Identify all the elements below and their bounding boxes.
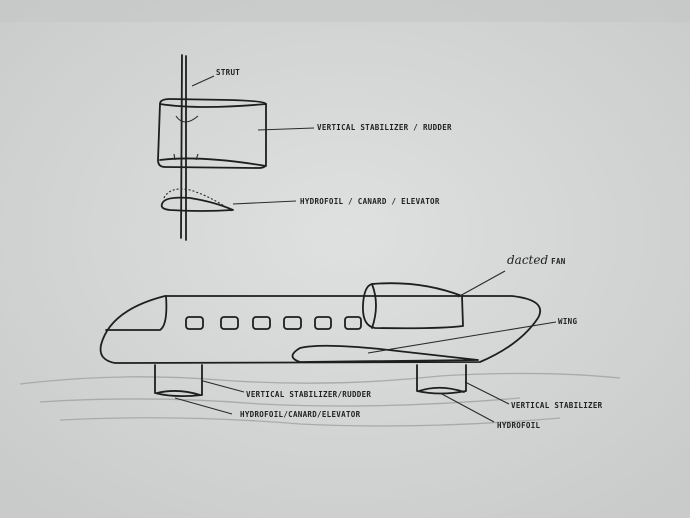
- rudder-body: [157, 98, 267, 169]
- rear-hydrofoil-leader: [439, 392, 495, 423]
- rudder-top-edge: [159, 103, 267, 108]
- paper-top-shadow: [0, 0, 690, 22]
- strut-assembly-drawing: [157, 54, 315, 241]
- cockpit-window: [105, 295, 168, 331]
- front-pod: [154, 364, 203, 398]
- rudder-bottom-edge: [159, 157, 267, 167]
- strut-leader: [191, 75, 215, 87]
- fan-leader: [457, 270, 506, 298]
- front-hydrofoil-leader: [174, 397, 233, 415]
- hydrofoil-label: HYDROFOIL / CANARD / ELEVATOR: [300, 197, 440, 206]
- fuselage: [99, 295, 542, 364]
- ducted-fan-intake: [371, 283, 377, 329]
- rear-stabilizer-label: VERTICAL STABILIZER: [511, 401, 603, 410]
- rear-hydrofoil-label: HYDROFOIL: [497, 421, 541, 430]
- hydrofoil-deflected: [163, 188, 233, 212]
- wing-label: WING: [558, 317, 577, 326]
- front-hydrofoil-label: HYDROFOIL/CANARD/ELEVATOR: [240, 410, 361, 419]
- strut: [180, 54, 187, 241]
- rotation-arrow: [175, 115, 199, 123]
- small-arrows: [173, 153, 199, 161]
- rudder-leader: [257, 127, 315, 131]
- hydrofoil-leader: [232, 200, 297, 205]
- rear-stabilizer-leader: [464, 381, 510, 405]
- rear-hydrofoil: [418, 386, 465, 393]
- wing-leader: [367, 321, 557, 354]
- rudder-label: VERTICAL STABILIZER / RUDDER: [317, 123, 452, 132]
- hydrofoil-profile: [160, 196, 234, 212]
- wing: [291, 344, 479, 363]
- front-rudder-leader: [202, 380, 245, 393]
- ducted-fan: [362, 282, 464, 330]
- water-surface: [19, 372, 621, 427]
- front-rudder-label: VERTICAL STABILIZER/RUDDER: [246, 390, 371, 399]
- front-hydrofoil: [156, 390, 201, 396]
- strut-label: STRUT: [216, 68, 240, 77]
- cabin-windows: [185, 316, 362, 330]
- aircraft-side-view: [19, 270, 621, 427]
